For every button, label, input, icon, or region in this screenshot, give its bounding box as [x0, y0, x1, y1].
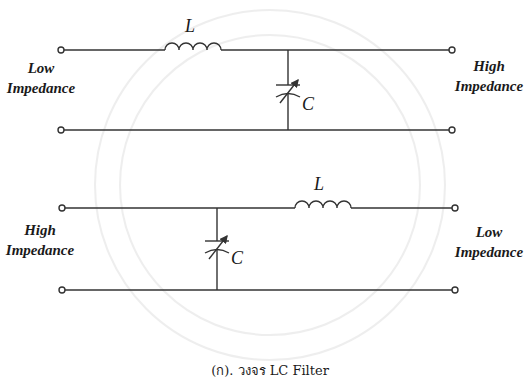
terminal-label: High Impedance — [449, 56, 529, 97]
terminal-label: High Impedance — [0, 220, 80, 261]
watermark-seal — [95, 10, 445, 360]
figure-caption: (ก). วงจร LC Filter — [140, 362, 400, 380]
terminal-label: Low Impedance — [0, 58, 86, 99]
capacitor-label: C — [302, 92, 332, 116]
terminal-label: Low Impedance — [449, 222, 529, 263]
inductor-label: L — [314, 172, 344, 196]
capacitor-label: C — [231, 246, 261, 270]
circuit-1 — [58, 43, 455, 133]
inductor-label: L — [185, 14, 215, 38]
circuit-2 — [59, 201, 458, 293]
